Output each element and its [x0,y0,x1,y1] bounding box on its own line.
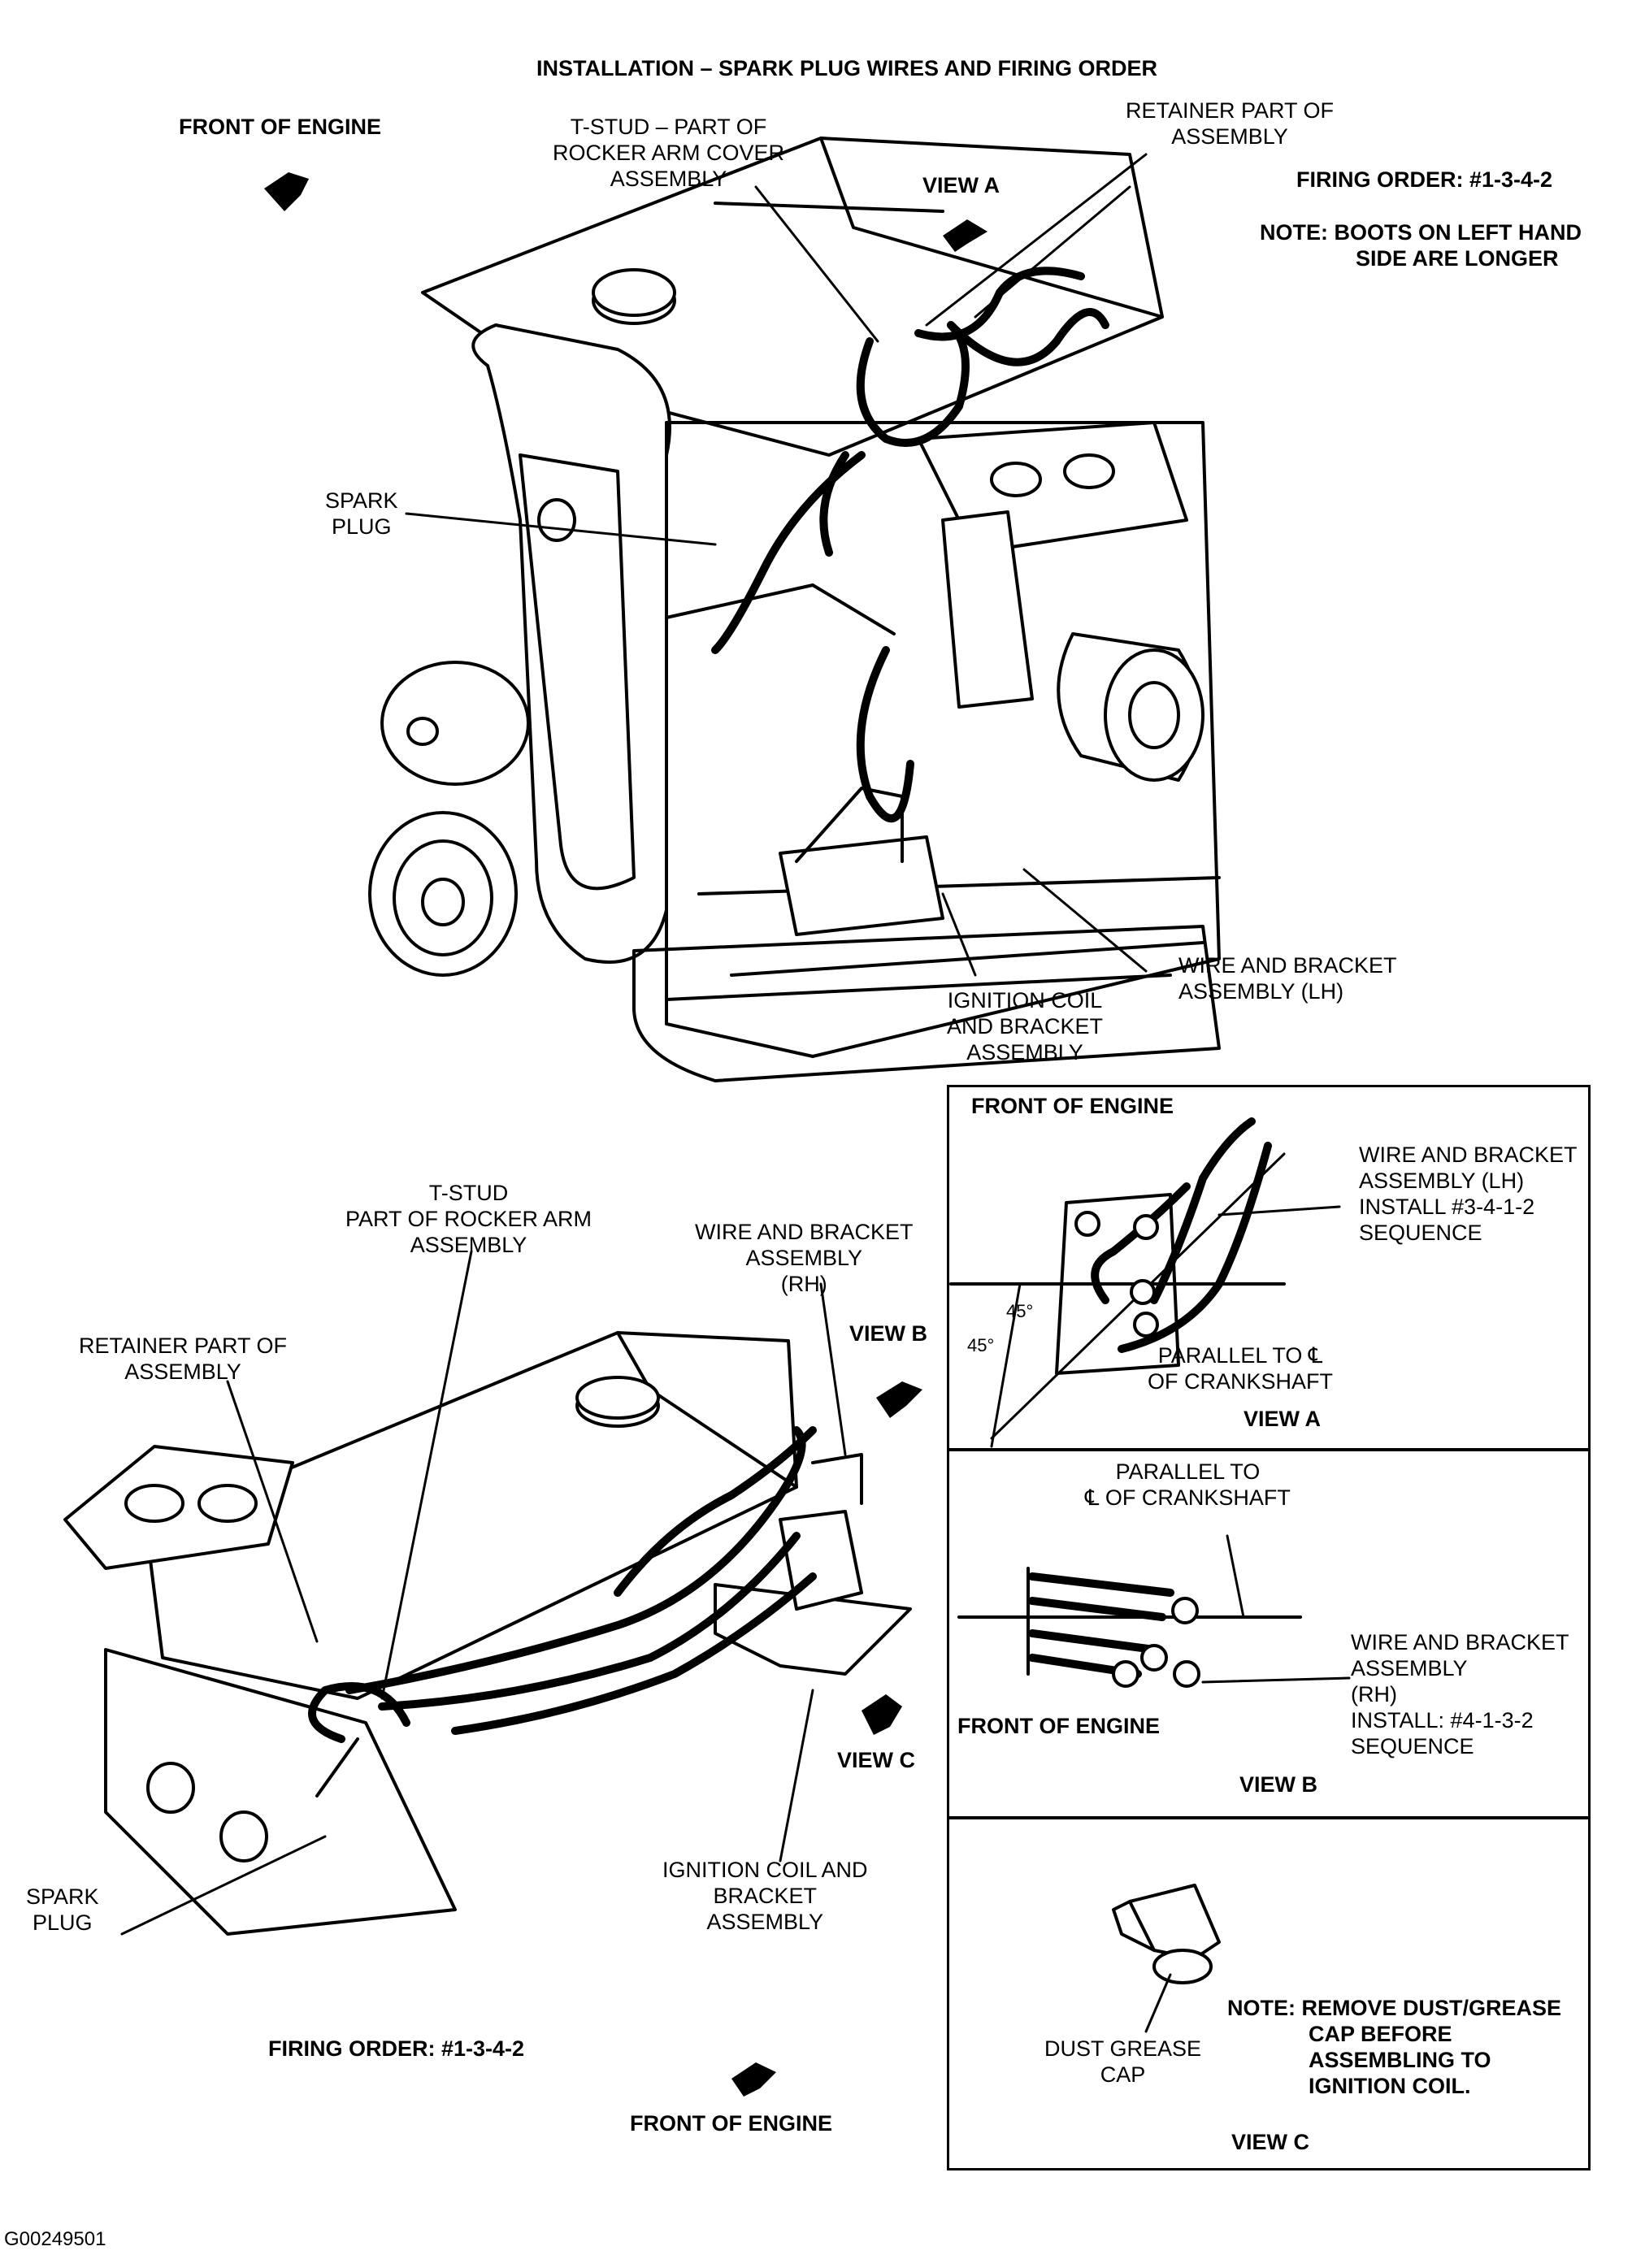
view-b-front-of-engine-label: FRONT OF ENGINE [957,1714,1160,1738]
bottom-view-b-label: VIEW B [849,1321,928,1346]
panel-b-art [957,1534,1351,1688]
bottom-spark-plug-label: SPARK PLUG [26,1884,99,1935]
top-ignition-coil-label: IGNITION COIL AND BRACKET ASSEMBLY [947,988,1104,1065]
top-spark-plug-label: SPARK PLUG [325,488,398,539]
bottom-engine-drawing [63,1331,912,1936]
panel-c-art [1112,1884,1221,2033]
bottom-t-stud-label: T-STUD PART OF ROCKER ARM ASSEMBLY [345,1181,592,1257]
bottom-retainer-label: RETAINER PART OF ASSEMBLY [79,1333,288,1384]
diagram-title: INSTALLATION – SPARK PLUG WIRES AND FIRI… [536,56,1158,80]
view-c-dust-cap-label: DUST GREASE CAP [1044,2036,1202,2087]
view-a-panel [947,1085,1591,1451]
figure-id: G00249501 [4,2228,106,2250]
view-a-wire-lh-label: WIRE AND BRACKET ASSEMBLY (LH) INSTALL #… [1359,1143,1578,1245]
bottom-leader-lines [120,1250,847,1936]
top-wire-lh-label: WIRE AND BRACKET ASSEMBLY (LH) [1178,953,1397,1004]
view-c-caption: VIEW C [1231,2130,1310,2154]
panel-a-art [949,1117,1341,1448]
view-a-parallel-label: PARALLEL TO ℄ OF CRANKSHAFT [1148,1343,1334,1394]
view-c-panel [947,1817,1591,2170]
top-engine-drawing [368,137,1221,1082]
top-t-stud-label: T-STUD – PART OF ROCKER ARM COVER ASSEMB… [553,115,785,191]
bottom-firing-order-label: FIRING ORDER: #1-3-4-2 [268,2036,525,2061]
top-firing-order-label: FIRING ORDER: #1-3-4-2 [1296,167,1553,192]
top-front-of-engine-label: FRONT OF ENGINE [179,115,381,139]
direction-arrows [264,172,987,2097]
top-leader-lines [405,153,1148,977]
view-c-note-label: NOTE: REMOVE DUST/GREASE CAP BEFORE ASSE… [1227,1996,1562,2098]
view-a-angle-outer: 45° [967,1335,995,1355]
view-a-front-of-engine-label: FRONT OF ENGINE [971,1094,1174,1118]
top-view-a-label: VIEW A [922,173,1000,197]
view-b-parallel-label: PARALLEL TO ℄ OF CRANKSHAFT [1085,1459,1291,1510]
bottom-ignition-coil-label: IGNITION COIL AND BRACKET ASSEMBLY [662,1858,868,1934]
bottom-view-c-label: VIEW C [837,1748,916,1772]
bottom-wire-rh-label: WIRE AND BRACKET ASSEMBLY (RH) [695,1220,914,1296]
view-b-caption: VIEW B [1239,1772,1318,1797]
view-a-angle-inner: 45° [1006,1301,1034,1321]
bottom-front-of-engine-label: FRONT OF ENGINE [630,2111,832,2136]
top-note-label: NOTE: BOOTS ON LEFT HAND SIDE ARE LONGER [1260,220,1582,271]
view-b-wire-rh-label: WIRE AND BRACKET ASSEMBLY (RH) INSTALL: … [1351,1630,1569,1758]
view-a-caption: VIEW A [1244,1407,1322,1431]
top-retainer-label: RETAINER PART OF ASSEMBLY [1126,98,1335,149]
